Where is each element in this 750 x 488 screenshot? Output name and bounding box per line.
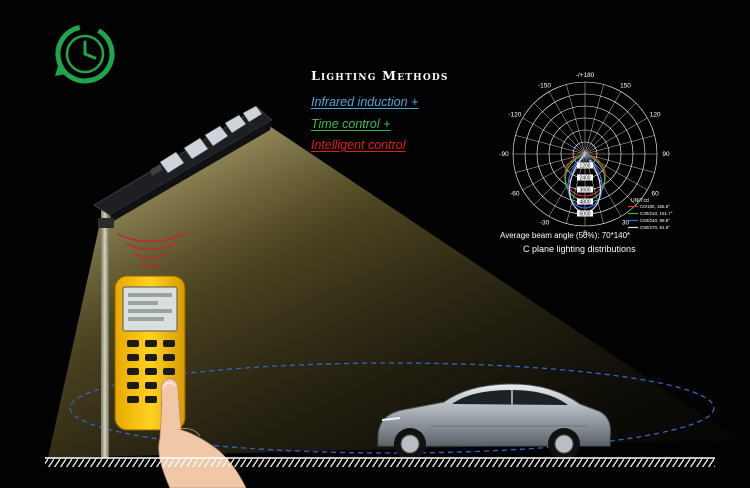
method-intelligent-control: Intelligent control (311, 138, 406, 152)
polar-legend-entry: C0/180, 155.5° (640, 204, 670, 209)
solar-street-lamp (93, 105, 273, 228)
polar-spoke (584, 102, 637, 155)
polar-radial-label: 4800 (579, 200, 590, 206)
polar-spoke (584, 135, 655, 155)
car (377, 383, 611, 460)
polar-series-curve (567, 153, 603, 209)
coverage-ellipse (69, 362, 715, 454)
polar-angle-label: 90 (662, 151, 670, 158)
polar-series-curve (564, 153, 606, 197)
polar-angle-label: -/+180 (576, 72, 595, 79)
polar-unit-label: UNIT:cd (631, 198, 649, 204)
polar-radial-label-bg (577, 162, 593, 169)
polar-angle-label: -30 (540, 219, 550, 226)
lighting-methods-title: Lighting Methods (311, 68, 449, 83)
polar-angle-label: 120 (650, 112, 661, 119)
polar-legend-entry: C30/210, 151.7° (640, 211, 673, 216)
polar-radial-label-bg (577, 174, 593, 181)
distribution-caption: C plane lighting distributions (523, 244, 636, 254)
polar-angle-label: -120 (508, 112, 521, 119)
polar-spoke (584, 153, 655, 173)
polar-radial-label-bg (577, 198, 593, 205)
road-surface (45, 458, 715, 467)
polar-radial-label: 1200 (579, 164, 590, 170)
method-time-control: Time control + (311, 117, 391, 131)
polar-angle-label: 150 (620, 83, 631, 90)
polar-spoke (584, 117, 648, 155)
polar-distribution-chart: -/+180 150 120 90 60 30 0 -30 -60 -90 -120 -150 120… (499, 72, 673, 237)
polar-angle-label: -60 (510, 191, 520, 198)
polar-angle-label: 0 (583, 230, 587, 237)
polar-angle-label: 60 (652, 191, 660, 198)
infrared-signal (117, 231, 189, 268)
polar-spoke (584, 91, 622, 155)
polar-radial-label-bg (577, 186, 593, 193)
polar-radial-label: 3600 (579, 188, 590, 194)
polar-radial-label: 6000 (579, 212, 590, 218)
polar-angle-label: -150 (538, 83, 551, 90)
polar-legend: C0/180, 155.5° C30/210, 151.7° C60/240, 98… (628, 204, 673, 230)
polar-spoke (548, 91, 586, 155)
polar-radial-label: 2400 (579, 176, 590, 182)
clock-icon (55, 24, 115, 84)
polar-spoke (515, 153, 586, 173)
polar-angle-label: -90 (499, 151, 509, 158)
beam-angle-text: Average beam angle (50%): 70*140* (500, 231, 631, 240)
lamp-pole (101, 210, 109, 458)
polar-spoke (515, 135, 586, 155)
polar-angle-label: 30 (622, 219, 630, 226)
polar-spoke (522, 117, 586, 155)
remote-keypad[interactable] (127, 340, 175, 403)
polar-spoke (566, 84, 586, 155)
polar-legend-entry: C90/270, 81.9° (640, 225, 670, 230)
polar-radial-label-bg (577, 210, 593, 217)
method-infrared-induction: Infrared induction + (311, 95, 419, 109)
light-beam (48, 125, 740, 458)
polar-spoke (584, 84, 604, 155)
polar-legend-entry: C60/240, 98.9° (640, 218, 670, 223)
polar-spoke (533, 102, 586, 155)
